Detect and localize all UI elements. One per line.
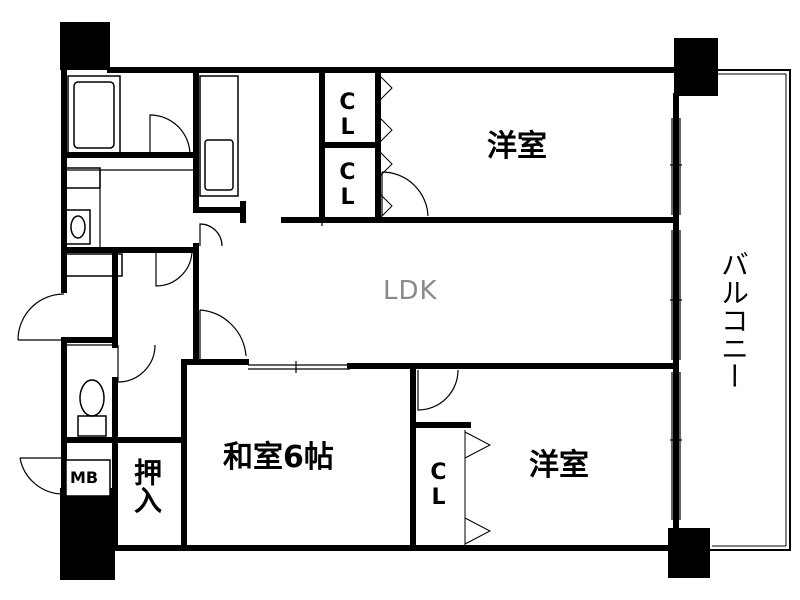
japanese-room-label: 和室6帖 [223,440,334,475]
meter-box-label: MB [70,468,99,487]
shoe-cabinet [65,253,123,277]
structural-columns [60,22,718,580]
ldk-label: LDK [383,276,438,306]
western-room-top-label: 洋室 [487,129,547,164]
oshiire-label: 押入 [130,458,163,514]
meter-box [65,459,111,497]
walls [61,67,679,551]
washbasin [65,209,91,245]
washer-space [65,167,101,189]
balcony-label: バルコニー [717,250,750,390]
closet-top-1-label: CL [335,90,360,140]
column-top-right [674,38,718,96]
thin-lines [63,169,350,495]
balcony [710,69,791,551]
closet-bottom-label: CL [426,460,451,510]
column-top-left [60,22,110,70]
column-bottom-left [60,488,115,580]
toilet [77,379,107,437]
bathtub [67,75,121,155]
closet-doors [379,75,492,545]
door-swings [17,114,459,495]
windows [670,118,682,520]
closet-top-2-label: CL [335,160,360,210]
kitchen-counter [199,75,239,197]
column-bottom-right [668,528,710,578]
western-room-bottom-label: 洋室 [529,448,589,483]
